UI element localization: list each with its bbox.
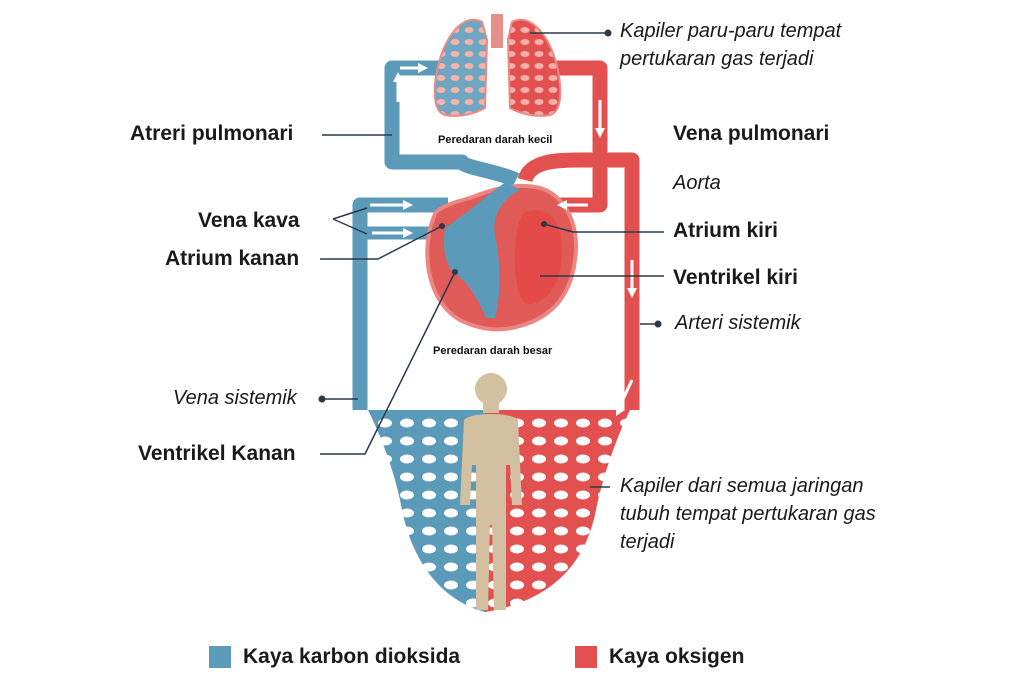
- arrow-systemic-down: [616, 379, 634, 411]
- body-capillaries-blue: [368, 410, 485, 612]
- label-peredaran-kecil: Peredaran darah kecil: [438, 134, 553, 146]
- dot-ventrikel-kanan: [452, 269, 458, 275]
- leader-atrium-kiri: [543, 223, 664, 233]
- lung-right: [506, 19, 562, 117]
- leader-vena-kava-1: [332, 207, 368, 220]
- body-capillaries-red: [485, 410, 630, 612]
- vena-cava-vessel: [352, 197, 448, 410]
- arrowhead-aorta-down: [627, 288, 637, 298]
- human-silhouette: [460, 373, 522, 610]
- label-ventrikel-kiri: Ventrikel kiri: [673, 266, 798, 289]
- arrowhead-systemic-down: [616, 404, 625, 416]
- heart-right-side: [443, 182, 520, 318]
- legend-label-blue: Kaya karbon dioksida: [243, 645, 461, 668]
- label-vena-sistemik: Vena sistemik: [173, 387, 297, 409]
- arrowhead-pulmonary-up: [393, 72, 403, 82]
- arrowhead-pulmonary-vein-down: [595, 128, 605, 138]
- trachea: [491, 14, 503, 48]
- lung-left: [433, 19, 489, 117]
- leader-dots: [318, 29, 662, 403]
- arrowhead-cava-lower-right: [403, 228, 413, 238]
- flow-arrows: [370, 66, 634, 411]
- legend-label-red: Kaya oksigen: [609, 645, 745, 668]
- dot-kapiler-paru: [604, 29, 612, 37]
- arrowhead-pulmonary-right: [418, 63, 428, 73]
- legend-swatch-red: [575, 646, 597, 668]
- dot-arteri-sistemik: [654, 320, 662, 328]
- label-vena-pulmonari: Vena pulmonari: [673, 122, 830, 145]
- label-atreri-pulmonari: Atreri pulmonari: [130, 122, 294, 145]
- leader-lines: [320, 32, 664, 488]
- leader-atrium-kanan: [320, 225, 443, 260]
- arrowhead-cava-right: [403, 200, 413, 210]
- label-arteri-sistemik: Arteri sistemik: [675, 312, 801, 334]
- dot-atrium-kanan: [439, 223, 445, 229]
- legend-deoxygenated: Kaya karbon dioksida: [209, 645, 460, 669]
- dot-atrium-kiri: [541, 221, 547, 227]
- legend-oxygenated: Kaya oksigen: [575, 645, 744, 669]
- label-aorta: Aorta: [673, 172, 721, 194]
- aorta-vessel: [517, 152, 640, 410]
- label-kapiler-paru: Kapiler paru-paru tempat pertukaran gas …: [620, 20, 842, 70]
- label-kapiler-jaringan: Kapiler dari semua jaringan tubuh tempat…: [620, 475, 876, 553]
- arrowhead-vein-left: [557, 200, 567, 210]
- label-atrium-kiri: Atrium kiri: [673, 219, 779, 242]
- legend-swatch-blue: [209, 646, 231, 668]
- leader-ventrikel-kanan: [320, 271, 456, 455]
- leader-vena-kava-2: [332, 218, 368, 235]
- pulmonary-artery-vessel: [384, 60, 520, 187]
- label-ventrikel-kanan: Ventrikel Kanan: [138, 442, 296, 465]
- label-atrium-kanan: Atrium kanan: [165, 247, 300, 270]
- dot-vena-sistemik: [318, 395, 326, 403]
- heart-left-chamber: [515, 210, 562, 305]
- label-vena-kava: Vena kava: [198, 209, 300, 232]
- label-peredaran-besar: Peredaran darah besar: [433, 345, 553, 357]
- arrow-heads: [393, 63, 637, 416]
